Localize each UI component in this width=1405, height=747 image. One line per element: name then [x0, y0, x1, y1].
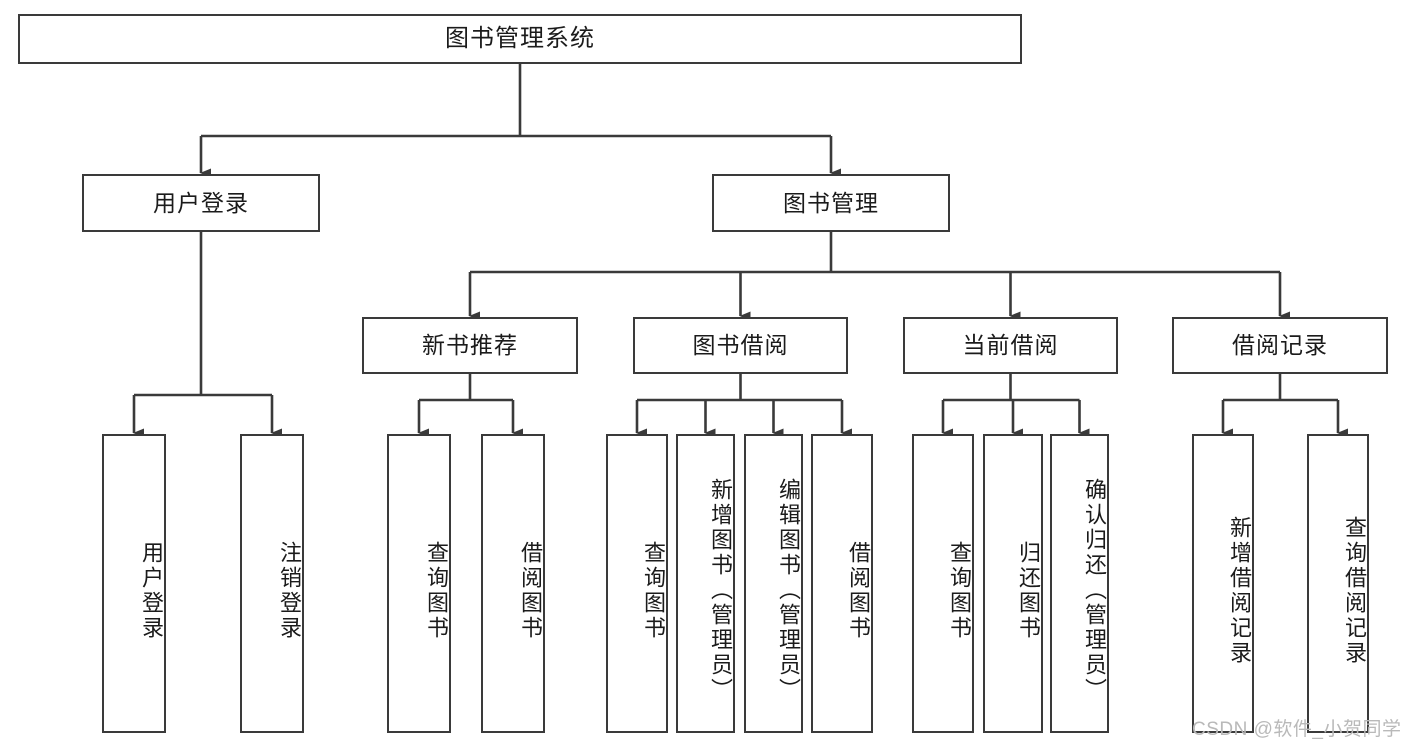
- node-leaf-confirm-return[interactable]: 确认归还（管理员）: [1050, 434, 1109, 733]
- node-label: 编辑图书（管理员）: [776, 478, 801, 703]
- node-book-borrow[interactable]: 图书借阅: [633, 317, 848, 374]
- node-leaf-query-book-3[interactable]: 查询图书: [912, 434, 974, 733]
- node-label: 图书管理: [783, 189, 879, 216]
- node-leaf-user-logout[interactable]: 注销登录: [240, 434, 304, 733]
- csdn-watermark: CSDN @软件_小贺同学: [1192, 719, 1402, 740]
- node-label: 查询图书: [424, 540, 449, 641]
- node-label: 当前借阅: [962, 332, 1059, 359]
- node-book-manage[interactable]: 图书管理: [712, 174, 950, 232]
- node-label: 归还图书: [1016, 540, 1041, 641]
- node-user-login[interactable]: 用户登录: [82, 174, 320, 232]
- node-borrow-record[interactable]: 借阅记录: [1172, 317, 1388, 374]
- node-label: 新增借阅记录: [1227, 515, 1252, 666]
- node-leaf-return-book[interactable]: 归还图书: [983, 434, 1043, 733]
- node-label: 借阅图书: [518, 540, 543, 641]
- node-leaf-add-book[interactable]: 新增图书（管理员）: [676, 434, 735, 733]
- node-leaf-add-record[interactable]: 新增借阅记录: [1192, 434, 1254, 733]
- node-current-borrow[interactable]: 当前借阅: [903, 317, 1118, 374]
- node-root[interactable]: 图书管理系统: [18, 14, 1022, 64]
- node-leaf-query-book-1[interactable]: 查询图书: [387, 434, 451, 733]
- node-label: 确认归还（管理员）: [1082, 478, 1107, 703]
- node-label: 查询图书: [641, 540, 666, 641]
- node-leaf-borrow-book-2[interactable]: 借阅图书: [811, 434, 873, 733]
- node-leaf-query-book-2[interactable]: 查询图书: [606, 434, 668, 733]
- node-label: 查询借阅记录: [1342, 515, 1367, 666]
- node-label: 借阅记录: [1232, 332, 1328, 359]
- node-label: 图书借阅: [692, 332, 789, 359]
- node-leaf-edit-book[interactable]: 编辑图书（管理员）: [744, 434, 803, 733]
- node-leaf-query-record[interactable]: 查询借阅记录: [1307, 434, 1369, 733]
- node-label: 注销登录: [277, 540, 302, 641]
- node-label: 用户登录: [153, 189, 249, 216]
- node-new-book-rec[interactable]: 新书推荐: [362, 317, 578, 374]
- node-label: 图书管理系统: [445, 25, 595, 53]
- node-label: 借阅图书: [846, 540, 871, 641]
- node-label: 查询图书: [947, 540, 972, 641]
- node-label: 用户登录: [139, 540, 164, 641]
- node-label: 新书推荐: [422, 332, 518, 359]
- node-leaf-borrow-book-1[interactable]: 借阅图书: [481, 434, 545, 733]
- node-label: 新增图书（管理员）: [708, 478, 733, 703]
- node-leaf-user-login[interactable]: 用户登录: [102, 434, 166, 733]
